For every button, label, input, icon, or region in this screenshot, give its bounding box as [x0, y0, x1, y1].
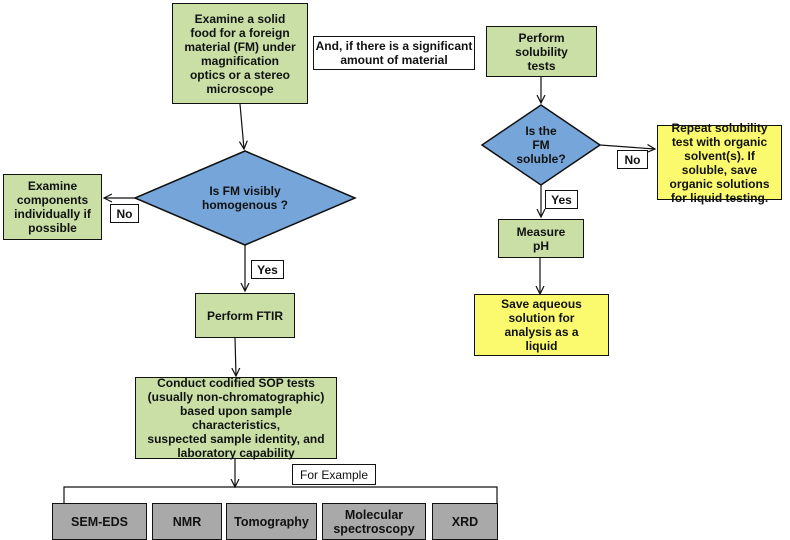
no-label-homogenous: No [110, 204, 139, 223]
technique-bracket [63, 486, 498, 510]
no-label-soluble: No [617, 150, 648, 169]
significant-material-note: And, if there is a significant amount of… [313, 36, 475, 70]
perform-ftir-box: Perform FTIR [195, 293, 295, 338]
conduct-sop-box: Conduct codified SOP tests (usually non-… [135, 376, 337, 460]
technique-tomography: Tomography [226, 503, 317, 540]
technique-sem-eds: SEM-EDS [52, 503, 147, 540]
for-example-label: For Example [292, 464, 376, 485]
measure-ph-box: Measure pH [498, 219, 584, 258]
save-aqueous-box: Save aqueous solution for analysis as a … [474, 294, 609, 356]
arrow-examine-to-homogenous [240, 103, 244, 149]
technique-xrd: XRD [432, 503, 498, 540]
soluble-decision-label: Is the FM soluble? [516, 124, 566, 166]
yes-label-soluble: Yes [545, 190, 578, 209]
examine-components-box: Examine components individually if possi… [3, 174, 102, 240]
technique-molecular-spectroscopy: Molecular spectroscopy [322, 503, 426, 540]
homogenous-decision-label: Is FM visibly homogenous ? [202, 184, 288, 212]
yes-label-homogenous: Yes [251, 260, 284, 279]
arrow-soluble-to-repeat [599, 145, 655, 149]
arrow-ftir-to-sop [235, 336, 236, 376]
examine-food-box: Examine a solid food for a foreign mater… [172, 3, 308, 104]
repeat-solubility-box: Repeat solubility test with organic solv… [657, 121, 782, 205]
technique-nmr: NMR [152, 503, 222, 540]
perform-solubility-box: Perform solubility tests [486, 26, 597, 77]
